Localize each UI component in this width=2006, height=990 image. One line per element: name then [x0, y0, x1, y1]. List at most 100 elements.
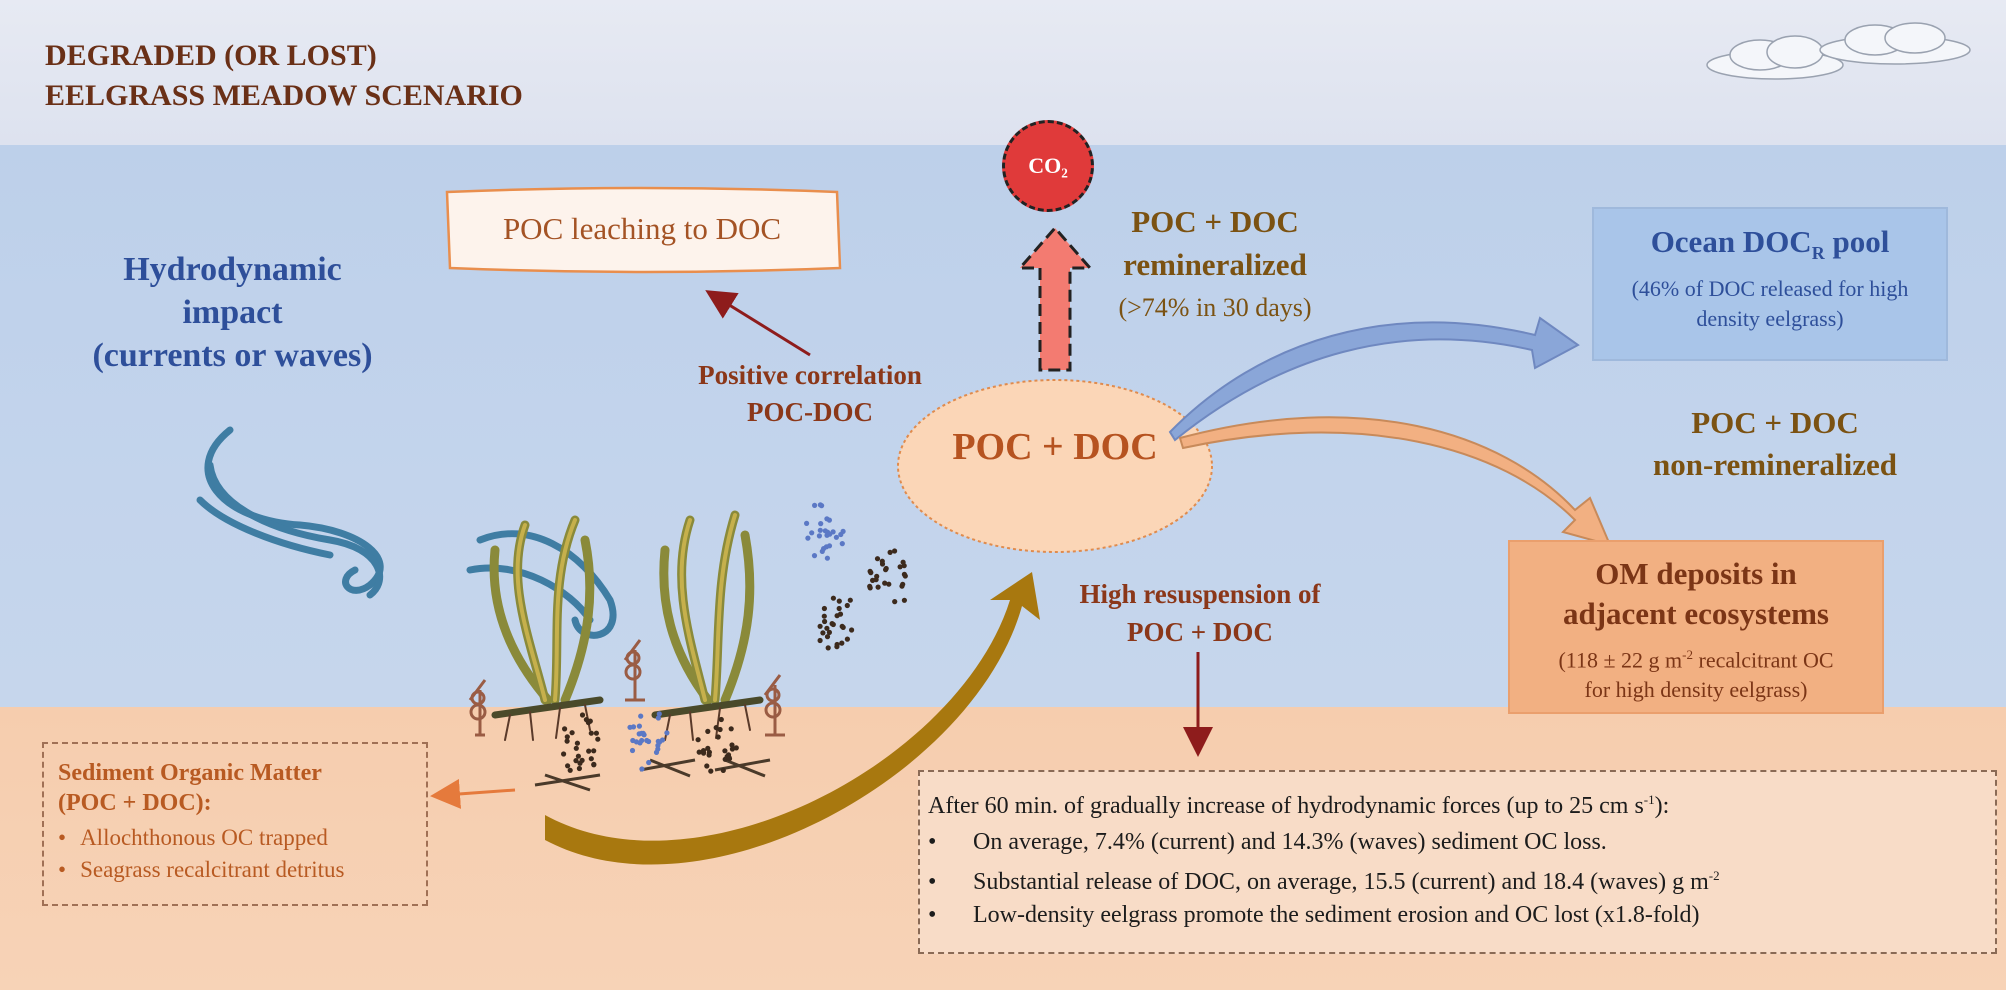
- poc-particle: [883, 565, 889, 572]
- nonrem-line2: non-remineralized: [1653, 447, 1897, 482]
- doc-particle: [838, 531, 844, 538]
- doc-particle: [822, 528, 828, 534]
- nonrem-line1: POC + DOC: [1691, 405, 1859, 440]
- poc-particle: [565, 763, 571, 769]
- poc-particle: [585, 719, 592, 726]
- poc-particle: [729, 746, 736, 752]
- ocean-doc-pool-box: Ocean DOCR pool (46% of DOC released for…: [1592, 207, 1948, 361]
- poc-particle: [844, 636, 851, 642]
- cloud-icon: [1706, 22, 1971, 80]
- poc-particle: [817, 623, 823, 629]
- doc-particle: [839, 541, 845, 547]
- poc-particle: [704, 763, 710, 769]
- poscorr-line2: POC-DOC: [747, 397, 873, 427]
- poc-particle: [892, 548, 898, 554]
- poc-particle: [726, 755, 732, 761]
- doc-particle: [824, 555, 831, 561]
- poc-particle: [821, 613, 827, 619]
- poc-particle: [593, 730, 600, 736]
- poc-particle: [836, 605, 842, 612]
- poc-particle: [705, 728, 711, 735]
- poc-particle: [586, 748, 592, 754]
- poc-particle: [733, 745, 739, 751]
- poc-particle: [829, 621, 835, 627]
- doc-particle: [812, 502, 818, 508]
- doc-particle: [821, 546, 827, 552]
- poc-particle: [564, 738, 570, 744]
- doc-particle: [627, 724, 633, 730]
- poc-particle: [839, 640, 845, 646]
- poc-particle: [867, 583, 873, 590]
- poc-particle: [886, 581, 892, 587]
- export-arrow-deposits: [1178, 416, 1612, 547]
- poc-particle: [588, 756, 594, 762]
- co2-bubble: CO₂: [1002, 120, 1094, 212]
- poc-particle: [595, 736, 601, 742]
- scenario-title: DEGRADED (OR LOST) EELGRASS MEADOW SCENA…: [45, 36, 523, 116]
- findings-heading: After 60 min. of gradually increase of h…: [928, 792, 1670, 819]
- poc-particle: [882, 580, 888, 586]
- doc-particle: [638, 730, 645, 736]
- poc-particle: [573, 745, 579, 751]
- doc-particle: [655, 715, 662, 721]
- positive-correlation-label: Positive correlation POC-DOC: [660, 357, 960, 431]
- export-arrow-ocean: [1168, 316, 1580, 442]
- poc-particle: [588, 730, 594, 736]
- remin-line1: POC + DOC: [1131, 204, 1299, 239]
- shoot-spiral-icon: [468, 639, 785, 737]
- poc-particle: [834, 641, 840, 648]
- list-item: Allochthonous OC trapped: [58, 822, 426, 854]
- poc-particle: [696, 749, 702, 755]
- sediment-om-title: Sediment Organic Matter (POC + DOC):: [58, 760, 322, 816]
- doc-particle: [653, 749, 660, 756]
- remineralized-label: POC + DOC remineralized (>74% in 30 days…: [1065, 200, 1365, 329]
- resuspension-label: High resuspension of POC + DOC: [1045, 575, 1355, 651]
- poc-particle: [708, 768, 714, 774]
- poc-particle: [574, 740, 581, 746]
- doc-particle: [646, 738, 652, 745]
- poc-particle: [847, 597, 853, 603]
- hydrodynamic-impact-label: Hydrodynamic impact (currents or waves): [55, 248, 410, 377]
- doc-particle: [639, 766, 645, 772]
- doc-particle: [805, 535, 811, 541]
- poscorr-line1: Positive correlation: [698, 360, 922, 390]
- poc-particle: [824, 625, 830, 631]
- poc-particle: [844, 602, 850, 609]
- poc-particle: [901, 571, 908, 578]
- poc-particle: [836, 598, 842, 604]
- poc-particle: [900, 581, 906, 587]
- doc-particle: [656, 711, 662, 717]
- poc-particle: [874, 556, 881, 562]
- poc-particle: [701, 750, 707, 756]
- central-pool-label: POC + DOC: [952, 426, 1158, 468]
- poc-particle: [695, 737, 701, 743]
- poc-particle: [729, 742, 735, 748]
- doc-particle: [639, 737, 645, 744]
- doc-particle: [646, 759, 652, 766]
- list-item: Low-density eelgrass promote the sedimen…: [928, 899, 1995, 932]
- poc-particle: [591, 761, 597, 768]
- ocean-pool-detail: (46% of DOC released for high density ee…: [1631, 276, 1909, 332]
- poc-particle: [562, 726, 568, 732]
- wave-current-icon: [196, 426, 617, 639]
- poc-particle: [897, 564, 903, 570]
- poc-particle: [717, 726, 723, 733]
- poc-particle: [825, 645, 831, 651]
- non-remineralized-label: POC + DOC non-remineralized: [1605, 402, 1945, 486]
- resusp-line2: POC + DOC: [1127, 617, 1273, 647]
- list-item: On average, 7.4% (current) and 14.3% (wa…: [928, 826, 1995, 859]
- poc-particle: [887, 549, 893, 556]
- poc-particle: [706, 752, 712, 758]
- doc-particle: [816, 533, 823, 539]
- correlation-arrow: [705, 290, 811, 357]
- doc-particle: [655, 742, 661, 749]
- doc-particle: [817, 527, 823, 533]
- poc-particle: [591, 748, 597, 754]
- poc-particle: [834, 613, 840, 619]
- poc-particle: [824, 634, 831, 640]
- sediment-om-box: Sediment Organic Matter (POC + DOC): All…: [42, 742, 428, 906]
- doc-particle: [819, 503, 825, 509]
- remineralization-arrow: [1016, 225, 1094, 372]
- poc-doc-pool-ellipse: [897, 379, 1213, 553]
- poc-particle: [892, 599, 898, 605]
